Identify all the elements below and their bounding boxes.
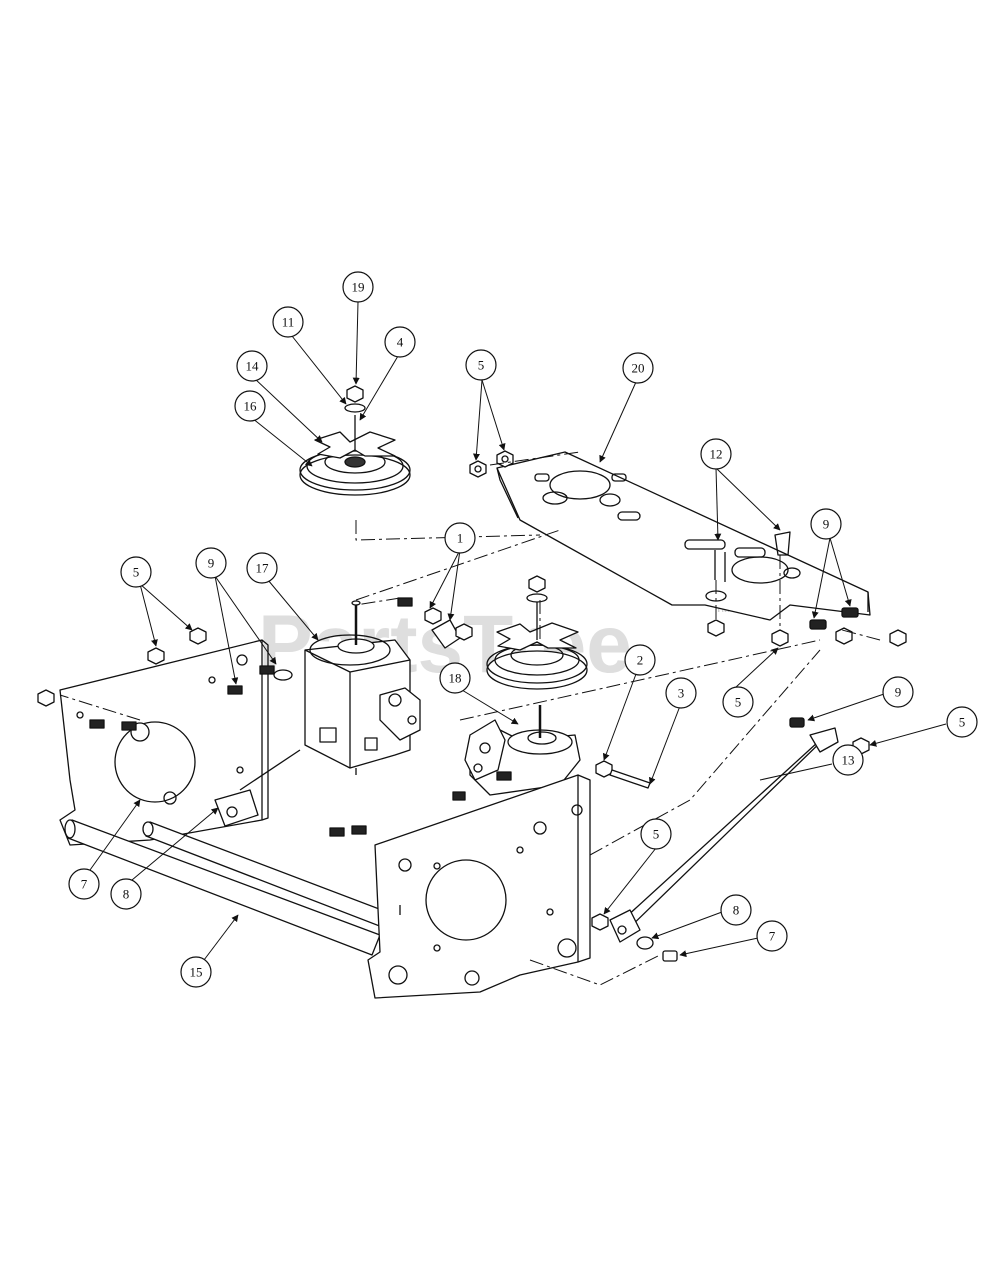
cross-shafts — [64, 749, 396, 956]
callout-label-7-right: 7 — [769, 929, 776, 944]
callout-label-12: 12 — [710, 447, 723, 462]
callout-label-17: 17 — [256, 561, 270, 576]
callout-2 — [624, 644, 656, 676]
callout-5-bottom — [640, 818, 672, 850]
callout-label-8-right: 8 — [733, 903, 740, 918]
callout-labels: 19 11 4 14 16 5 20 12 9 5 5 9 17 1 18 2 … — [81, 280, 966, 980]
callout-label-9-left: 9 — [208, 556, 215, 571]
callout-7-right — [756, 920, 788, 952]
callout-5-left — [120, 556, 152, 588]
callout-20 — [622, 352, 654, 384]
callout-label-1: 1 — [457, 531, 464, 546]
callout-label-9-right: 9 — [823, 517, 830, 532]
callout-label-7-left: 7 — [81, 877, 88, 892]
callout-19 — [342, 271, 374, 303]
callout-label-3: 3 — [678, 686, 685, 701]
callout-label-5-right: 5 — [735, 695, 742, 710]
callout-label-5-left: 5 — [133, 565, 140, 580]
callout-label-5-tierod: 5 — [959, 715, 966, 730]
callout-18 — [439, 662, 471, 694]
callout-label-11: 11 — [282, 315, 295, 330]
callout-13 — [832, 744, 864, 776]
callout-8-right — [720, 894, 752, 926]
callout-17 — [246, 552, 278, 584]
callout-label-5-top: 5 — [478, 358, 485, 373]
right-side-plate — [367, 774, 591, 999]
callout-14 — [236, 350, 268, 382]
callout-label-20: 20 — [632, 361, 645, 376]
callout-label-16: 16 — [244, 399, 258, 414]
callout-11 — [272, 306, 304, 338]
link-bolt — [595, 760, 651, 789]
callout-label-9-tierod: 9 — [895, 685, 902, 700]
left-side-plate — [37, 627, 293, 846]
callout-9-right — [810, 508, 842, 540]
callout-label-4: 4 — [397, 335, 404, 350]
top-mounting-plate — [496, 451, 871, 621]
center-clip — [397, 597, 473, 649]
callout-16 — [234, 390, 266, 422]
callout-12 — [700, 438, 732, 470]
callout-label-13: 13 — [842, 753, 855, 768]
callout-7-left — [68, 868, 100, 900]
callout-label-19: 19 — [352, 280, 365, 295]
center-gearbox — [452, 705, 581, 801]
callout-1 — [444, 522, 476, 554]
callout-label-5-bottom: 5 — [653, 827, 660, 842]
callout-5-right — [722, 686, 754, 718]
callout-label-15: 15 — [190, 965, 203, 980]
callout-label-14: 14 — [246, 359, 260, 374]
callout-label-18: 18 — [449, 671, 462, 686]
callout-label-2: 2 — [637, 653, 644, 668]
callout-5-tierod — [946, 706, 978, 738]
callout-circles — [68, 271, 978, 988]
callout-5-top — [465, 349, 497, 381]
callout-4 — [384, 326, 416, 358]
tie-rod — [591, 717, 870, 962]
callout-3 — [665, 677, 697, 709]
callout-9-tierod — [882, 676, 914, 708]
callouts — [89, 301, 947, 961]
callout-9-left — [195, 547, 227, 579]
callout-8-left — [110, 878, 142, 910]
lower-pulley-assembly — [486, 575, 588, 690]
callout-label-8-left: 8 — [123, 887, 130, 902]
upper-pulley-assembly — [299, 385, 411, 496]
callout-15 — [180, 956, 212, 988]
left-gearbox — [304, 600, 421, 775]
